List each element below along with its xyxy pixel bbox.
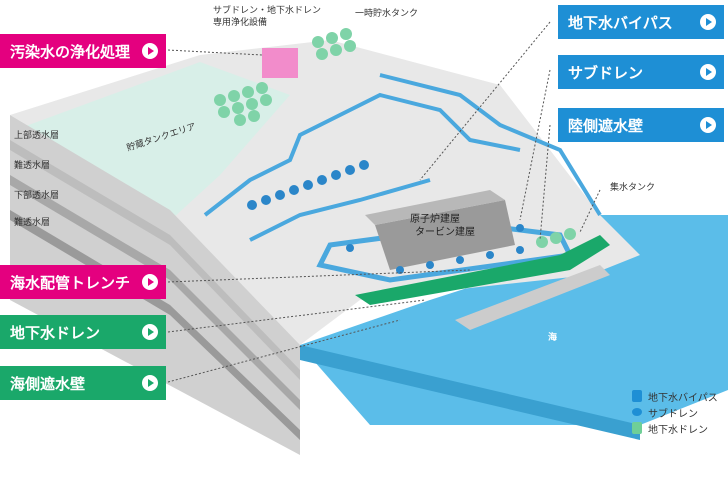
bypass-wells [247,160,369,210]
turbine-label: タービン建屋 [415,227,475,238]
legend-item: 地下水バイパス [632,388,718,404]
layer-label: 下部透水層 [14,191,60,201]
collect-tank-label: 集水タンク [610,183,656,193]
arrow-icon [142,274,158,290]
purification-button[interactable]: 汚染水の浄化処理 [0,34,166,68]
pipe-line [203,92,521,217]
temp-tank-label: 一時貯水タンク [355,9,419,19]
groundwater-drain-icon [632,422,642,434]
collect-tanks [536,228,576,248]
purification-facility [262,48,298,78]
land-side-wall-button-label: 陸側遮水壁 [568,116,644,135]
layer-label: 難透水層 [14,161,51,171]
pipe-line [379,73,602,217]
legend-label: 地下水ドレン [648,424,708,436]
land-side-wall-button[interactable]: 陸側遮水壁 [558,108,724,142]
legend-item: サブドレン [632,404,718,420]
bypass-well-icon [632,390,642,402]
legend: 地下水バイパス サブドレン 地下水ドレン [632,388,718,436]
subdrain-button-label: サブドレン [568,63,644,82]
arrow-icon [142,324,158,340]
seawater-trench-button-label: 海水配管トレンチ [10,273,131,292]
purification-button-label: 汚染水の浄化処理 [10,42,131,61]
groundwater-bypass-button[interactable]: 地下水バイパス [558,5,724,39]
seawater-trench-button[interactable]: 海水配管トレンチ [0,265,166,299]
sea-edge [300,345,640,440]
layer-label: 上部透水層 [14,131,60,141]
pier [455,265,610,330]
subdrain-button[interactable]: サブドレン [558,55,724,89]
subdrain-wells [346,224,524,274]
arrow-icon [700,117,716,133]
storage-tanks [214,82,272,126]
subdrain-icon [632,408,642,416]
sea-label: 海 [548,333,558,343]
arrow-icon [700,14,716,30]
legend-label: 地下水バイパス [648,392,718,404]
arrow-icon [142,375,158,391]
land-side-wall [355,235,610,305]
layer-label: 難透水層 [14,218,51,228]
pipe-line [249,178,431,242]
purification-label: サブドレン・地下水ドレン 専用浄化設備 [213,6,322,28]
groundwater-bypass-button-label: 地下水バイパス [568,13,673,32]
sea-side-wall-button[interactable]: 海側遮水壁 [0,366,166,400]
groundwater-drain-button[interactable]: 地下水ドレン [0,315,166,349]
reactor-label: 原子炉建屋 [410,214,460,225]
layer-band [10,210,300,440]
temp-tanks [312,28,356,60]
leader-lines [167,21,601,383]
groundwater-drain-button-label: 地下水ドレン [10,323,101,342]
legend-label: サブドレン [648,408,698,420]
arrow-icon [700,64,716,80]
building-roof [365,190,505,225]
sea-side-wall-button-label: 海側遮水壁 [10,374,86,393]
layer-band [10,140,300,380]
legend-item: 地下水ドレン [632,420,718,436]
arrow-icon [142,43,158,59]
reactor-building [375,200,515,270]
layer-band [10,175,300,410]
